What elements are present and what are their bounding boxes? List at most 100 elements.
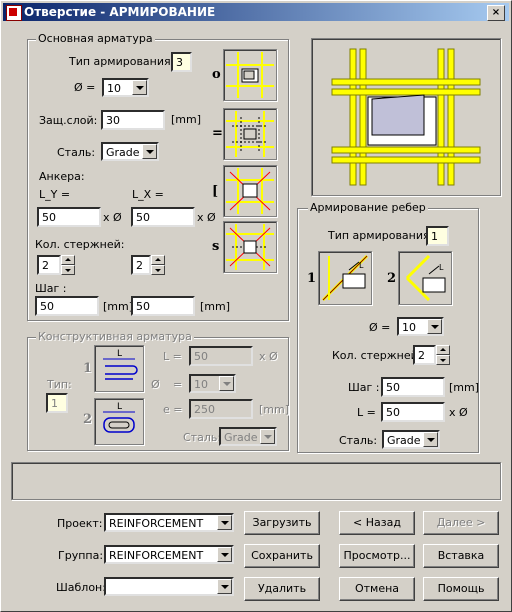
edge-type-2-picture[interactable]: L (398, 251, 452, 305)
anchor-lx-input[interactable]: 50 (131, 207, 195, 227)
chevron-down-icon[interactable] (423, 432, 438, 447)
group-select[interactable]: REINFORCEMENT (104, 545, 234, 564)
anchor-lx-label: L_X = (132, 188, 164, 201)
chevron-down-icon[interactable] (219, 376, 234, 391)
constructive-group-title: Конструктивная арматура (36, 330, 194, 343)
count-x-input[interactable]: 2 (131, 255, 151, 275)
spin-down-icon[interactable] (151, 265, 165, 275)
count-x-spinner[interactable] (151, 255, 165, 275)
main-type-input[interactable]: 3 (171, 52, 192, 72)
spin-down-icon[interactable] (61, 265, 75, 275)
edge-L-unit: x Ø (449, 406, 468, 419)
constr-L-label: L = (163, 350, 182, 363)
template-label: Шаблон: (56, 581, 106, 594)
edge-rebar-icon: L (405, 254, 446, 302)
constr-L-unit: x Ø (259, 350, 278, 363)
anchor-ly-input[interactable]: 50 (37, 207, 101, 227)
dimension-label: L (117, 402, 122, 412)
constr-e-label: e = (163, 403, 183, 416)
chevron-down-icon[interactable] (217, 579, 232, 594)
spin-up-icon[interactable] (436, 345, 450, 355)
edge-L-label: L = (357, 406, 376, 419)
chevron-down-icon[interactable] (260, 429, 275, 444)
constr-e-input[interactable]: 250 (189, 399, 253, 419)
main-group-title: Основная арматура (36, 32, 155, 45)
type-1-picture[interactable] (223, 49, 277, 101)
edge-group-title: Армирование ребер (308, 201, 428, 214)
cover-input[interactable]: 30 (101, 110, 165, 130)
step-label: Шаг : (35, 282, 67, 295)
status-panel (11, 462, 501, 500)
insert-button[interactable]: Вставка (423, 544, 499, 568)
spin-down-icon[interactable] (436, 355, 450, 365)
opening-preview-icon (331, 48, 481, 186)
cancel-button[interactable]: Отмена (339, 577, 415, 601)
type-3-picture[interactable] (223, 165, 277, 217)
back-button[interactable]: < Назад (339, 511, 415, 535)
main-reinforcement-group (27, 39, 289, 321)
constr-type-input[interactable]: 1 (46, 393, 68, 413)
edge-steel-label: Сталь: (339, 434, 378, 447)
next-button[interactable]: Далее > (423, 511, 499, 535)
edge-type-label: Тип армирования: (328, 229, 434, 242)
close-button[interactable]: × (487, 5, 505, 21)
hook-icon: L (103, 349, 138, 380)
type-mark-eq: = (212, 126, 223, 141)
type-4-picture[interactable] (223, 221, 277, 273)
edge-rebar-icon: L (321, 254, 369, 302)
main-type-label: Тип армирования: (69, 55, 175, 68)
project-select[interactable]: REINFORCEMENT (104, 513, 234, 532)
main-steel-select[interactable]: Grade 3 (101, 142, 159, 161)
loop-icon: L (103, 402, 135, 433)
template-select[interactable] (104, 577, 234, 596)
chevron-down-icon[interactable] (427, 319, 442, 334)
spin-up-icon[interactable] (151, 255, 165, 265)
count-y-input[interactable]: 2 (37, 255, 61, 275)
main-diameter-select[interactable]: 10 (102, 78, 149, 97)
type-2-picture[interactable] (223, 108, 277, 160)
chevron-down-icon[interactable] (217, 515, 232, 530)
window-title: Отверстие - АРМИРОВАНИЕ (24, 5, 216, 19)
spin-up-icon[interactable] (61, 255, 75, 265)
edge-step-unit: [mm] (449, 381, 480, 394)
load-button[interactable]: Загрузить (244, 511, 320, 535)
edge-steel-select[interactable]: Grade 3 (382, 430, 440, 449)
chevron-down-icon[interactable] (132, 80, 147, 95)
edge-count-label: Кол. стержней: (332, 349, 422, 362)
chevron-down-icon[interactable] (142, 144, 157, 159)
edge-variant-1: 1 (307, 271, 317, 286)
constr-d-eq: = (173, 378, 183, 391)
edge-step-input[interactable]: 50 (381, 377, 445, 397)
dimension-label: L (439, 263, 444, 272)
constr-steel-label: Сталь: (183, 431, 222, 444)
group-label: Группа: (58, 549, 104, 562)
edge-count-input[interactable]: 2 (413, 345, 436, 365)
dimension-label: L (359, 261, 364, 270)
cover-label: Защ.слой: (39, 114, 98, 127)
edge-diameter-select[interactable]: 10 (397, 317, 444, 336)
preview-button[interactable]: Просмотр... (339, 544, 415, 568)
constr-type-2-picture[interactable]: L (94, 398, 144, 445)
edge-diameter-label: Ø = (369, 321, 391, 334)
constr-type-1-picture[interactable]: L (94, 345, 144, 392)
constr-L-input[interactable]: 50 (189, 346, 253, 366)
save-button[interactable]: Сохранить (244, 544, 320, 568)
constr-variant-2: 2 (83, 412, 93, 427)
constr-diameter-select[interactable]: 10 (189, 374, 236, 393)
constr-steel-select[interactable]: Grade 3 (219, 427, 277, 446)
edge-step-label: Шаг : (348, 381, 380, 394)
title-bar: Отверстие - АРМИРОВАНИЕ × (3, 3, 509, 21)
count-y-spinner[interactable] (61, 255, 75, 275)
step-x-input[interactable]: 50 (131, 296, 195, 316)
edge-count-spinner[interactable] (436, 345, 450, 365)
step-y-input[interactable]: 50 (35, 296, 99, 316)
cover-unit: [mm] (171, 113, 202, 126)
edge-type-input[interactable]: 1 (426, 226, 449, 246)
chevron-down-icon[interactable] (217, 547, 232, 562)
edge-type-1-picture[interactable]: L (318, 251, 372, 305)
constr-d-label: Ø (151, 378, 160, 391)
help-button[interactable]: Помощь (423, 577, 499, 601)
preview-picture (311, 38, 501, 196)
delete-button[interactable]: Удалить (244, 577, 320, 601)
edge-L-input[interactable]: 50 (381, 402, 445, 422)
